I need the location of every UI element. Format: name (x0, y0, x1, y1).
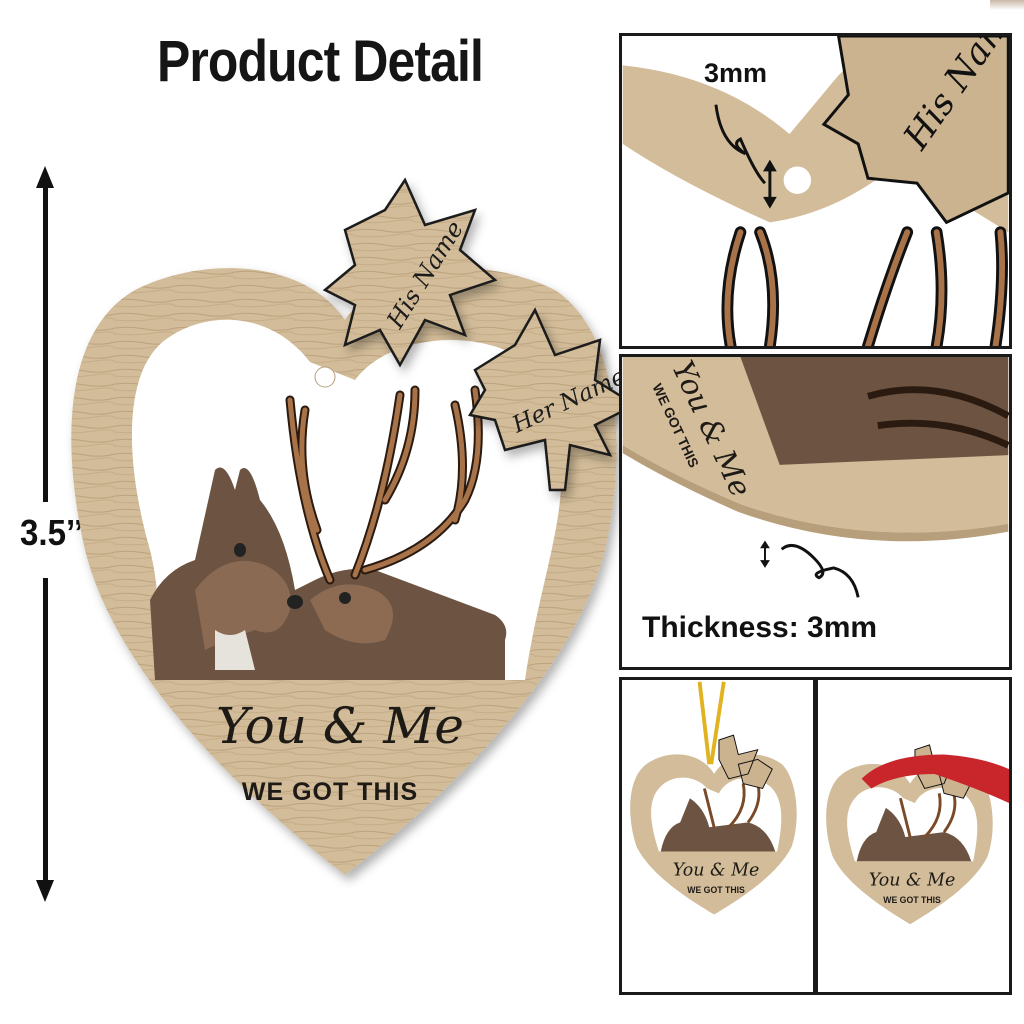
svg-text:WE GOT THIS: WE GOT THIS (687, 885, 745, 895)
svg-text:You & Me: You & Me (673, 861, 760, 881)
script-line: You & Me (216, 697, 464, 755)
heart-ornament-graphic: His Name Her Name You & Me WE GOT THIS (71, 177, 638, 875)
dimension-line-top (43, 186, 48, 502)
hole-size-label: 3mm (704, 58, 768, 88)
height-dimension-label: 3.5’’ (20, 512, 84, 553)
detail-panel-hole[interactable]: His Name 3mm (619, 33, 1012, 349)
subtitle-line: WE GOT THIS (242, 778, 418, 806)
arrow-up-icon (36, 166, 54, 188)
deer-artwork (150, 385, 507, 680)
leaf-tag-his: His Name (322, 177, 498, 368)
page-title: Product Detail (156, 29, 484, 94)
arrow-down-icon (36, 880, 54, 902)
dimension-line-bottom (43, 578, 48, 882)
variant-gold-string[interactable]: You & Me WE GOT THIS (619, 677, 816, 995)
detail-panel-thickness[interactable]: You & Me WE GOT THIS Thickness: 3mm (619, 354, 1012, 670)
variant-red-ribbon[interactable]: You & Me WE GOT THIS (815, 677, 1012, 995)
thickness-label: Thickness: 3mm (642, 611, 878, 644)
heart-ornament: His Name Her Name You & Me WE GOT THIS (55, 170, 645, 890)
svg-text:You & Me: You & Me (869, 870, 956, 890)
svg-text:WE GOT THIS: WE GOT THIS (883, 895, 941, 905)
corner-decoration (990, 0, 1024, 10)
